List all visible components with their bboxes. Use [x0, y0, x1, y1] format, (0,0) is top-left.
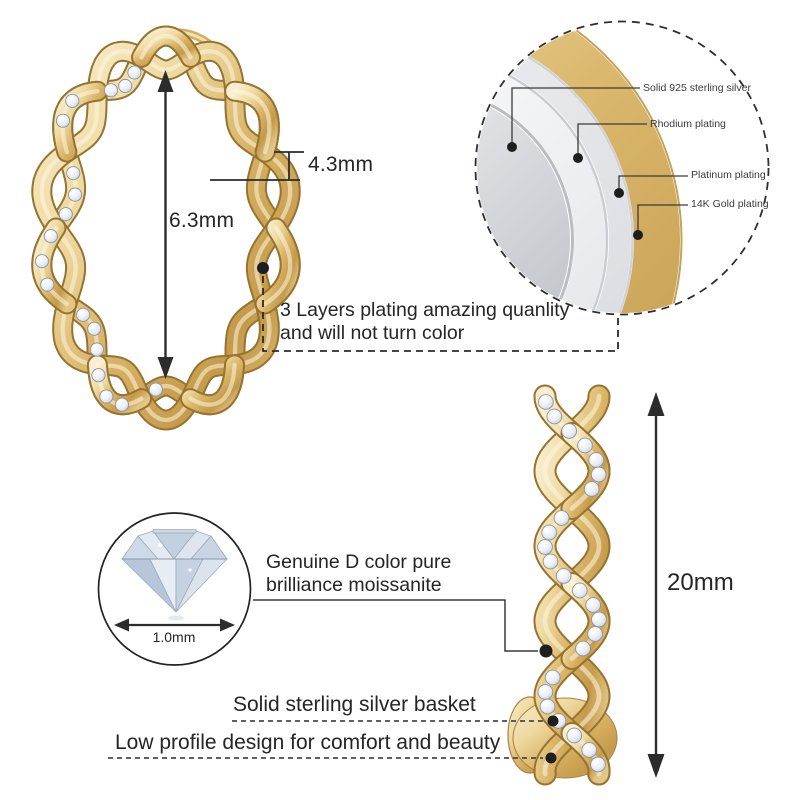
leader-line-silver — [511, 87, 640, 147]
leader-dot-gold — [633, 230, 643, 240]
leader-line-platinum — [618, 175, 688, 193]
height-arrow-6mm — [157, 70, 174, 379]
leader-dot-silver — [507, 142, 517, 152]
plating-layers-art — [477, 23, 683, 313]
band-width-label: 4.3mm — [308, 153, 374, 176]
stone-caption-line1: Genuine D color pure — [266, 551, 452, 573]
stone-caption-connector — [253, 599, 538, 652]
comfort-label: Low profile design for comfort and beaut… — [115, 731, 501, 754]
inner-height-label: 6.3mm — [169, 209, 235, 232]
height-arrow-20mm — [647, 392, 665, 778]
layer-label-silver: Solid 925 sterling silver — [643, 82, 751, 94]
layer-label-platinum: Platinum plating — [691, 169, 766, 181]
basket-label: Solid sterling silver basket — [233, 693, 476, 716]
leader-dot-rhodium — [573, 153, 583, 163]
stone-caption: Genuine D color pure brilliance moissani… — [266, 551, 451, 597]
stone-diameter-label: 1.0mm — [152, 629, 196, 645]
plating-caption-line1: 3 Layers plating amazing quanlity — [280, 299, 570, 321]
diameter-arrow — [114, 618, 235, 632]
stone-connector-dot — [539, 644, 553, 658]
plating-detail — [474, 20, 770, 316]
plating-caption: 3 Layers plating amazing quanlity and wi… — [280, 299, 569, 345]
plating-caption-line2: and will not turn color — [280, 322, 465, 344]
leader-line-gold — [637, 204, 688, 235]
plating-detail-dashed-circle — [474, 20, 770, 316]
band-width-bracket — [210, 151, 304, 181]
leader-line-rhodium — [577, 123, 647, 158]
basket-pointer-dot — [547, 715, 559, 727]
moissanite-gem — [121, 529, 228, 621]
front-earring — [31, 25, 301, 431]
side-earring — [507, 384, 618, 786]
side-height-label: 20mm — [667, 569, 734, 596]
stone-detail — [97, 512, 252, 666]
layer-label-rhodium: Rhodium plating — [650, 118, 726, 130]
leader-dot-platinum — [614, 188, 624, 198]
comfort-pointer-dot — [545, 752, 557, 764]
stone-caption-line2: brilliance moissanite — [266, 574, 442, 596]
caption-leader-dot — [257, 262, 269, 274]
layer-label-gold: 14K Gold plating — [691, 198, 769, 210]
caption-dashed-connector — [262, 276, 619, 352]
